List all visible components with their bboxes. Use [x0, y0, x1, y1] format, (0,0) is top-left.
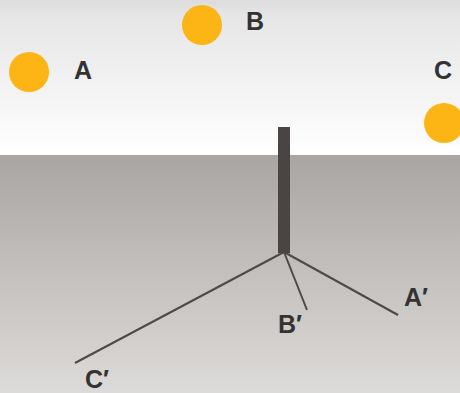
sun: [9, 52, 49, 92]
shadow-line: [75, 252, 284, 363]
shadow-line: [284, 252, 307, 310]
point-label: C: [434, 58, 452, 83]
shadow-line: [284, 252, 398, 315]
point-label: B′: [278, 312, 302, 337]
pole: [278, 127, 290, 253]
point-label: B: [246, 9, 264, 34]
shadow-lines: [75, 252, 398, 363]
point-label: C′: [85, 367, 109, 392]
sun: [424, 103, 460, 143]
point-label: A: [74, 58, 92, 83]
sun: [182, 5, 222, 45]
ground: [0, 155, 460, 393]
sky: [0, 0, 460, 155]
point-label: A′: [404, 285, 428, 310]
